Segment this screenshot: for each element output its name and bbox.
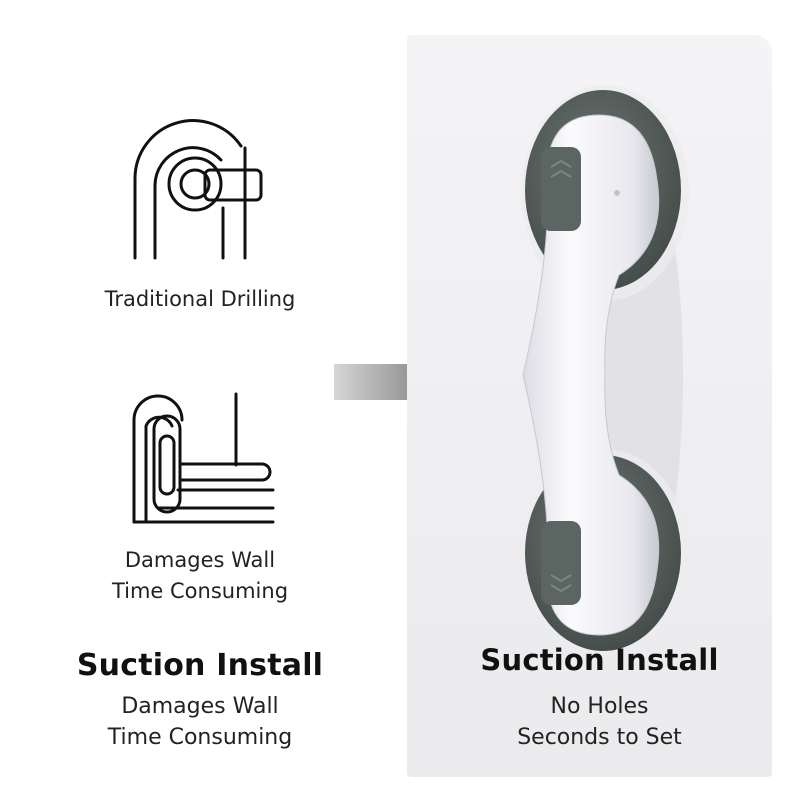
right-sub-line-1: No Holes — [550, 694, 649, 719]
left-sub-line-2: Time Consuming — [107, 725, 293, 750]
damaged-wall-icon — [132, 392, 275, 524]
drill-wall-icon — [133, 119, 263, 260]
left-sub-line-1: Damages Wall — [121, 694, 279, 719]
right-heading: Suction Install — [480, 643, 719, 677]
right-sub-line-2: Seconds to Set — [517, 725, 682, 750]
damage-caption-line-1: Damages Wall — [124, 548, 276, 572]
suction-grab-bar — [521, 85, 689, 655]
comparison-right-panel: Suction Install No Holes Seconds to Set — [407, 35, 772, 777]
left-heading: Suction Install — [76, 648, 324, 683]
drill-caption: Traditional Drilling — [104, 287, 296, 311]
comparison-left-panel: Traditional Drilling Damages Wall Time C… — [76, 119, 324, 750]
damage-caption-line-2: Time Consuming — [111, 579, 289, 603]
